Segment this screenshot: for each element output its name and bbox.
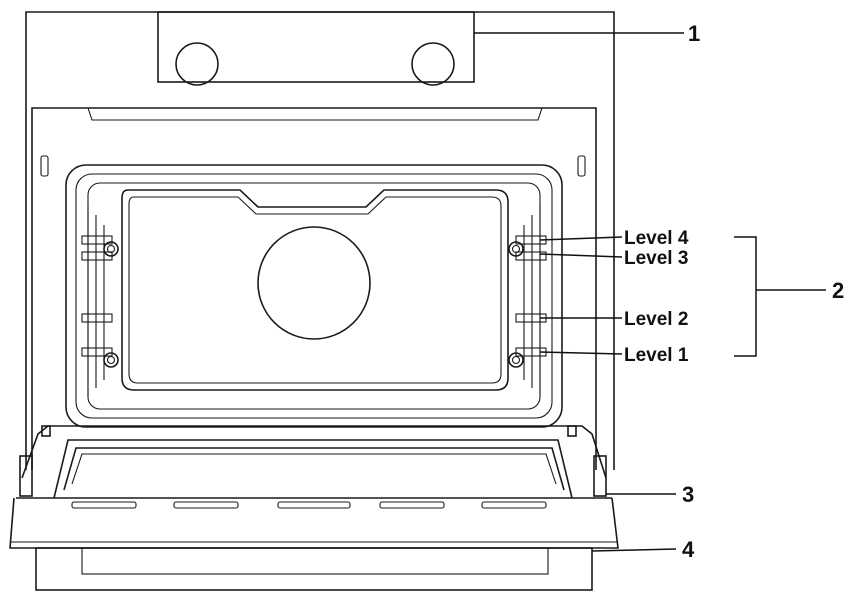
oven-door (9, 425, 619, 549)
oven-housing (25, 11, 615, 470)
left-knob-icon (175, 42, 219, 86)
leader-line-level-4 (539, 236, 623, 241)
level-4-label: Level 4 (624, 228, 689, 249)
leader-lines (474, 32, 826, 552)
control-panel (157, 11, 475, 86)
level-2-label: Level 2 (624, 309, 688, 330)
callout-2: 2 (832, 278, 844, 303)
level-1-label: Level 1 (624, 345, 689, 366)
left-shelf-rails (81, 205, 119, 396)
cavity-frame (31, 107, 597, 470)
levels-bracket (734, 236, 757, 357)
callout-4: 4 (682, 537, 695, 562)
level-3-label: Level 3 (624, 248, 688, 269)
leader-line-level-3 (539, 253, 623, 258)
fan-cover-icon (257, 226, 371, 340)
oven-cavity (65, 164, 563, 428)
bottom-drawer (35, 547, 593, 591)
leader-line-level-1 (539, 351, 623, 355)
callout-3: 3 (682, 482, 694, 507)
callout-1: 1 (688, 21, 700, 46)
leader-line-4 (591, 548, 677, 552)
right-shelf-rails (508, 205, 547, 396)
right-knob-icon (411, 42, 455, 86)
